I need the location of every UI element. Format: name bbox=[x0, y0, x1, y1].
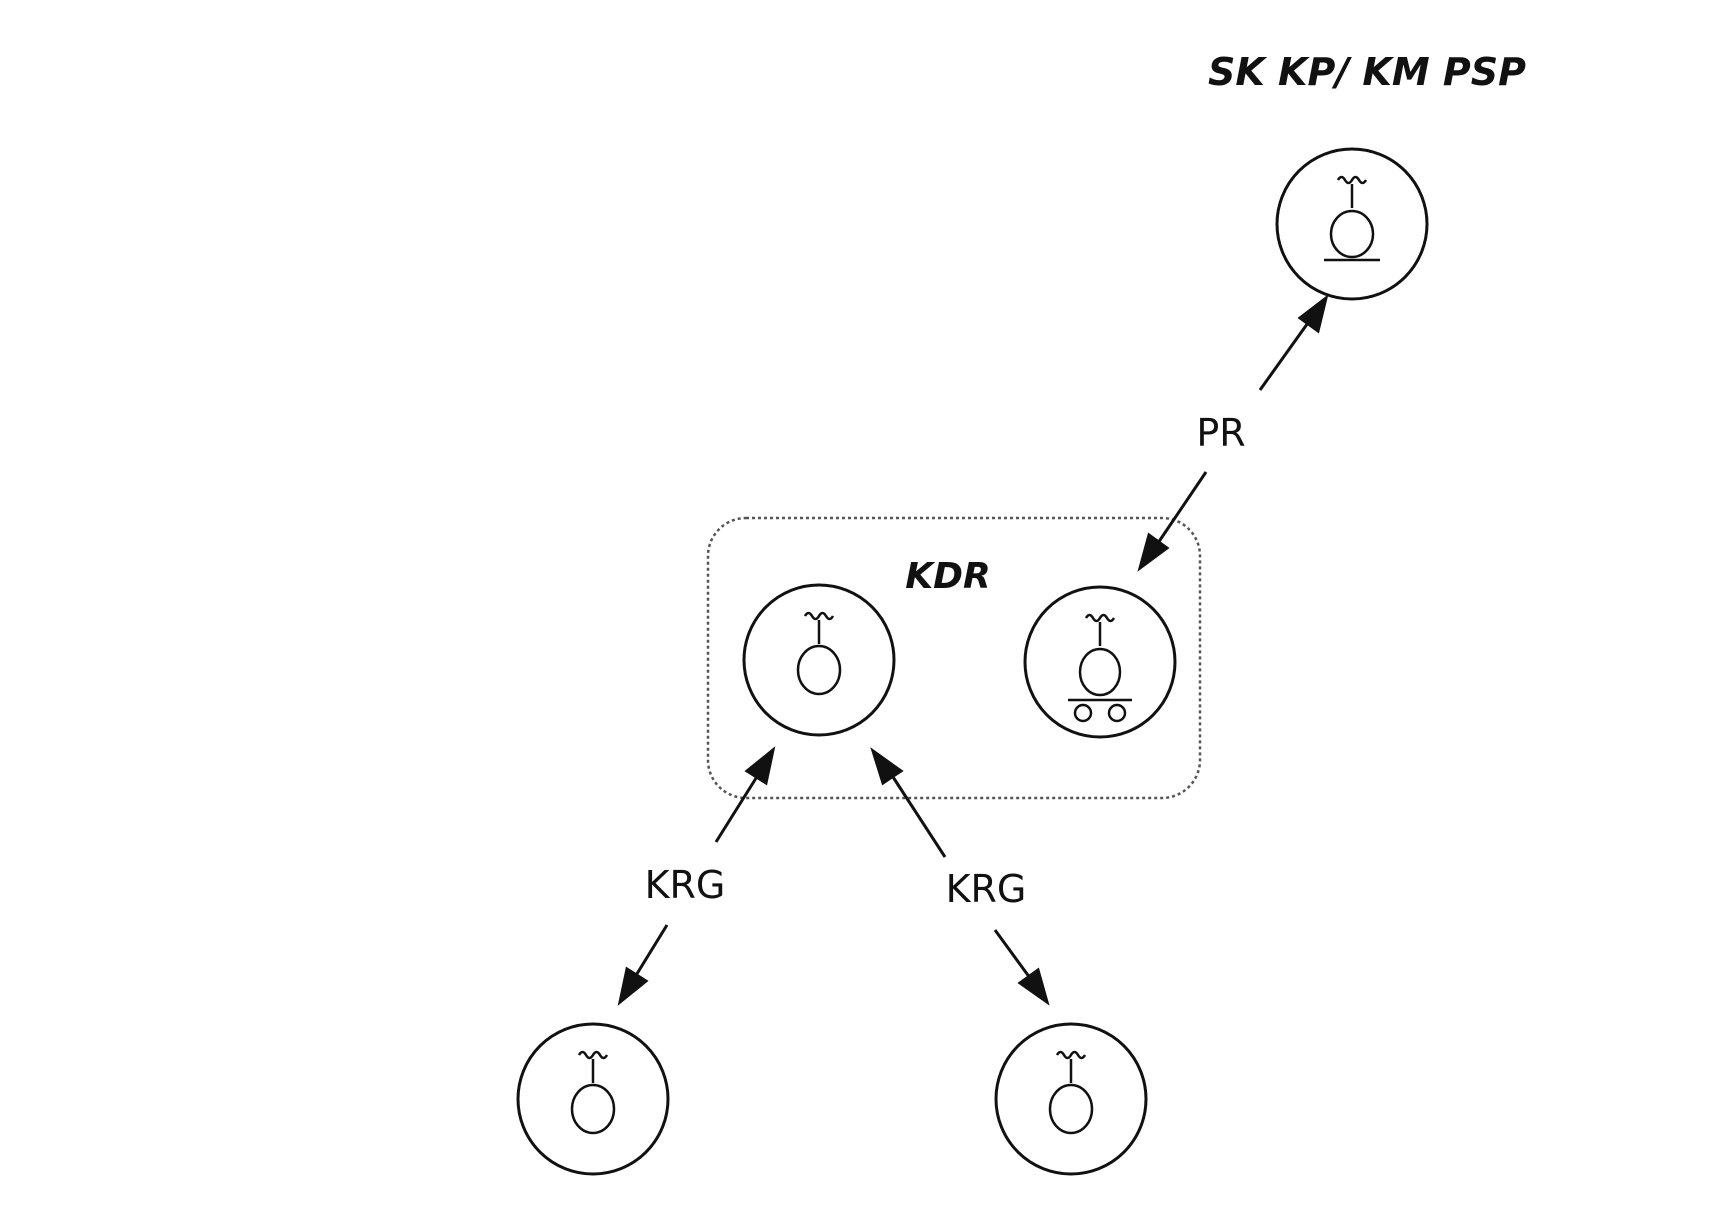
edge-krg-left bbox=[617, 746, 776, 1006]
node-kdr-left bbox=[742, 583, 896, 737]
ice-cream-icon bbox=[796, 611, 842, 696]
edge-krg-right bbox=[870, 747, 1050, 1006]
ice-cream-icon bbox=[1048, 1050, 1094, 1135]
edge-krg-right-up-arrowhead bbox=[870, 747, 904, 786]
edge-krg-right-up-line bbox=[891, 776, 947, 858]
edge-krg-right-down-arrowhead bbox=[1017, 967, 1050, 1006]
kdr-group-label: KDR bbox=[905, 556, 991, 597]
edge-pr-up-arrowhead bbox=[1297, 294, 1329, 334]
node-bottom-left bbox=[516, 1022, 670, 1176]
edge-pr bbox=[1137, 294, 1329, 572]
edge-pr-down-arrowhead bbox=[1137, 532, 1170, 572]
edge-pr-up-line bbox=[1258, 319, 1312, 391]
kdr-group-box bbox=[706, 516, 1202, 800]
ice-cream-on-base-icon bbox=[1324, 175, 1380, 262]
edge-krg-left-up-arrowhead bbox=[744, 746, 776, 786]
edge-label-pr: PR bbox=[1196, 411, 1245, 455]
node-kdr-right bbox=[1023, 585, 1177, 739]
edge-krg-left-down-arrowhead bbox=[617, 966, 649, 1006]
edge-krg-left-up-line bbox=[714, 774, 760, 843]
edge-krg-left-down-line bbox=[633, 924, 669, 978]
diagram-title: SK KP/ KM PSP bbox=[1208, 50, 1526, 94]
edge-krg-right-down-line bbox=[993, 929, 1032, 979]
node-sk-kp-km-psp bbox=[1275, 147, 1429, 301]
ice-cream-icon bbox=[570, 1050, 616, 1135]
ice-cream-on-cart-icon bbox=[1068, 613, 1132, 723]
edge-pr-down-line bbox=[1156, 471, 1208, 544]
edge-label-krg-left: KRG bbox=[645, 863, 726, 907]
edge-label-krg-right: KRG bbox=[946, 867, 1027, 911]
node-bottom-right bbox=[994, 1022, 1148, 1176]
